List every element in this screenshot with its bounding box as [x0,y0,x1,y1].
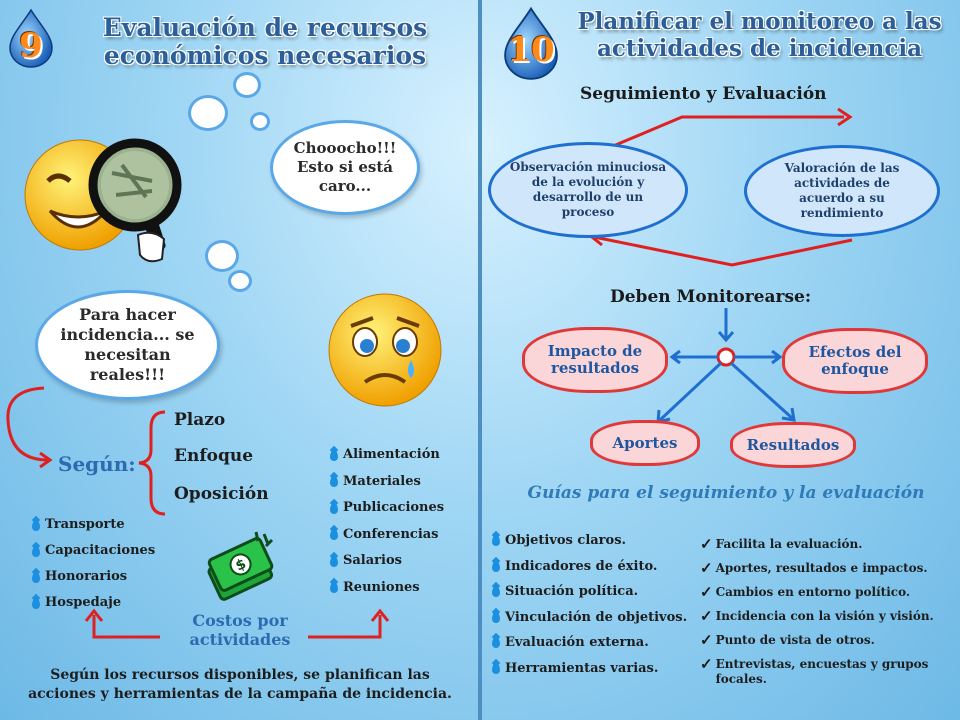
resultados-cloud: Resultados [730,422,856,468]
bracket-icon [138,410,166,516]
guides-list-right: ✓Facilita la evaluación. ✓Aportes, resul… [700,532,950,687]
water-drop-icon [492,662,500,674]
aportes-cloud: Aportes [590,420,700,466]
water-drop-icon [330,476,338,488]
water-drop-icon [32,545,40,557]
water-drop-icon [492,637,500,649]
section-title: Evaluación de recursos económicos necesa… [60,14,470,70]
segun-item: Plazo [174,410,226,430]
check-icon: ✓ [700,655,713,673]
sad-face-icon [328,293,442,407]
check-icon: ✓ [700,583,713,601]
check-icon: ✓ [700,535,713,553]
cloud-observacion: Observación minuciosa de la evolución y … [488,142,688,238]
water-drop-icon [330,529,338,541]
connector-diagram-icon [656,308,796,424]
cloud-valoracion: Valoración de las actividades de acuerdo… [744,145,940,237]
thought-dot [188,95,228,131]
costs-label: Costos por actividades [189,611,291,649]
segun-item: Oposición [174,484,269,504]
list-item: ✓Aportes, resultados e impactos. [700,556,950,580]
check-icon: ✓ [700,607,713,625]
list-item: Salarios [330,548,444,575]
left-footer: Según los recursos disponibles, se plani… [28,667,452,702]
water-drop-icon [330,582,338,594]
list-item: ✓Cambios en entorno político. [700,580,950,604]
step-number: 9 [19,26,43,66]
list-item: Herramientas varias. [492,656,687,682]
water-drop-icon [330,449,338,461]
section-title: Planificar el monitoreo a las actividade… [562,8,957,62]
water-drop-icon [330,555,338,567]
cloud-valoracion-text: Valoración de las actividades de acuerdo… [784,161,900,220]
list-item: Conferencias [330,522,444,549]
water-drop-icon [32,597,40,609]
cycle-arrows-icon [589,107,853,267]
guides-list-left: Objetivos claros. Indicadores de éxito. … [492,528,687,681]
impacto-cloud: Impacto de resultados [522,327,668,393]
number-drop-icon [504,6,558,80]
guides-title: Guías para el seguimiento y la evaluació… [527,483,925,503]
water-drop-icon [492,611,500,623]
red-arrow-icon [6,386,53,469]
thought-dot [205,240,239,272]
section-title-line2: económicos necesarios [103,41,427,70]
number-drop-icon [9,8,53,68]
resources-list-right: Alimentación Materiales Publicaciones Co… [330,442,444,601]
list-item: Objetivos claros. [492,528,687,554]
list-item: ✓Punto de vista de otros. [700,628,950,652]
water-drop-icon [330,502,338,514]
panel-divider [478,0,482,720]
monitor-title: Deben Monitorearse: [610,287,812,307]
section-title-line2: actividades de incidencia [596,35,923,62]
check-icon: ✓ [700,631,713,649]
check-icon: ✓ [700,559,713,577]
list-item: Hospedaje [32,590,155,616]
list-item: Indicadores de éxito. [492,554,687,580]
thought-dot [250,112,270,131]
water-drop-icon [492,586,500,598]
list-item: Materiales [330,469,444,496]
left-panel: 9 Evaluación de recursos económicos nece… [0,0,478,720]
list-item: ✓Incidencia con la visión y visión. [700,604,950,628]
list-item: ✓Entrevistas, encuestas y grupos focales… [700,655,929,687]
section-title-line1: Planificar el monitoreo a las [577,8,942,35]
thought-cloud-left: Para hacer incidencia... se necesitan re… [35,290,220,400]
efectos-cloud: Efectos del enfoque [782,328,928,394]
resources-list-left: Transporte Capacitaciones Honorarios Hos… [32,512,155,616]
red-arrows-icon [84,608,390,639]
list-item: Honorarios [32,564,155,590]
subtitle: Seguimiento y Evaluación [580,84,827,104]
segun-item: Enfoque [174,446,254,466]
water-drop-icon [32,571,40,583]
list-item: Reuniones [330,575,444,602]
section-title-line1: Evaluación de recursos [102,13,428,42]
cloud-observacion-text: Observación minuciosa de la evolución y … [509,160,667,219]
money-icon: $ [207,531,274,601]
right-panel: 10 Planificar el monitoreo a las activid… [482,0,960,720]
smiley-magnifier-icon [24,138,182,263]
list-item: Situación política. [492,579,687,605]
segun-label: Según: [58,452,136,476]
list-item: ✓Facilita la evaluación. [700,532,950,556]
thought-cloud-top: Chooocho!!! Esto si está caro... [270,120,420,215]
list-item: Capacitaciones [32,538,155,564]
water-drop-icon [32,519,40,531]
water-drop-icon [492,535,500,547]
list-item: Alimentación [330,442,444,469]
list-item: Evaluación externa. [492,630,687,656]
list-item: Transporte [32,512,155,538]
step-number: 10 [507,30,555,70]
list-item: Vinculación de objetivos. [492,605,687,631]
water-drop-icon [492,560,500,572]
thought-dot [228,270,252,292]
thought-cloud-left-text: Para hacer incidencia... se necesitan re… [60,305,195,384]
thought-dot [233,72,261,98]
list-item: Publicaciones [330,495,444,522]
thought-cloud-top-text: Chooocho!!! Esto si está caro... [293,139,397,195]
